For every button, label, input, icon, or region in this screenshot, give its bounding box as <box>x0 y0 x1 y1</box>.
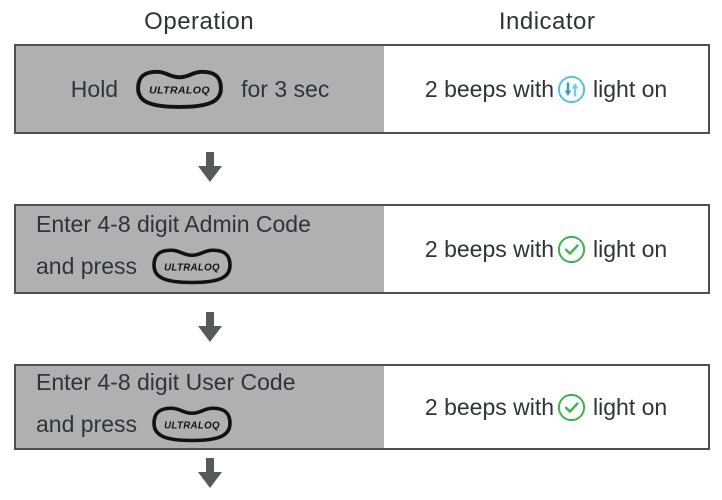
table-row: Enter 4-8 digit Admin Code and press ULT… <box>14 204 710 294</box>
ultraloq-logo-text: ULTRALOQ <box>149 85 210 97</box>
indicator-text-before: 2 beeps with <box>424 75 555 102</box>
operation-line2-text: and press <box>36 253 138 279</box>
column-header-operation: Operation <box>144 8 255 35</box>
operation-line1: Enter 4-8 digit User Code <box>36 369 296 395</box>
check-circle-light-icon <box>557 393 586 422</box>
down-arrow-icon <box>198 151 222 187</box>
check-circle-light-icon <box>557 235 586 264</box>
indicator-text-after: light on <box>593 235 668 262</box>
operation-cell: Hold ULTRALOQ for 3 sec <box>16 46 385 132</box>
indicator-cell: 2 beeps with light on <box>384 206 708 292</box>
indicator-text-before: 2 beeps with <box>424 393 555 420</box>
flow-connector <box>0 450 722 498</box>
table-header: Operation Indicator <box>0 0 722 44</box>
ultraloq-logo-text: ULTRALOQ <box>164 420 220 431</box>
operation-text-before: Hold <box>70 75 119 102</box>
flow-connector <box>0 134 722 204</box>
indicator-text-after: light on <box>593 75 668 102</box>
flow-connector <box>0 294 722 364</box>
indicator-cell: 2 beeps with light on <box>384 46 708 132</box>
operation-cell: Enter 4-8 digit User Code and press ULTR… <box>16 366 385 448</box>
operation-line1: Enter 4-8 digit Admin Code <box>36 211 311 237</box>
ultraloq-button-icon: ULTRALOQ <box>149 243 235 289</box>
operation-text-after: for 3 sec <box>241 75 330 102</box>
indicator-cell: 2 beeps with light on <box>384 366 708 448</box>
indicator-text-after: light on <box>593 393 668 420</box>
down-arrow-icon <box>198 458 222 493</box>
table-row: Enter 4-8 digit User Code and press ULTR… <box>14 364 710 450</box>
table-row: Hold ULTRALOQ for 3 sec 2 beeps with <box>14 44 710 134</box>
ultraloq-logo-text: ULTRALOQ <box>164 262 220 273</box>
up-down-arrows-light-icon <box>557 75 586 104</box>
column-header-indicator: Indicator <box>498 8 596 35</box>
down-arrow-icon <box>198 311 222 347</box>
indicator-text-before: 2 beeps with <box>424 235 555 262</box>
ultraloq-button-icon: ULTRALOQ <box>149 401 235 447</box>
operation-cell: Enter 4-8 digit Admin Code and press ULT… <box>16 206 385 292</box>
ultraloq-button-icon: ULTRALOQ <box>132 64 227 114</box>
operation-line2-text: and press <box>36 411 138 437</box>
